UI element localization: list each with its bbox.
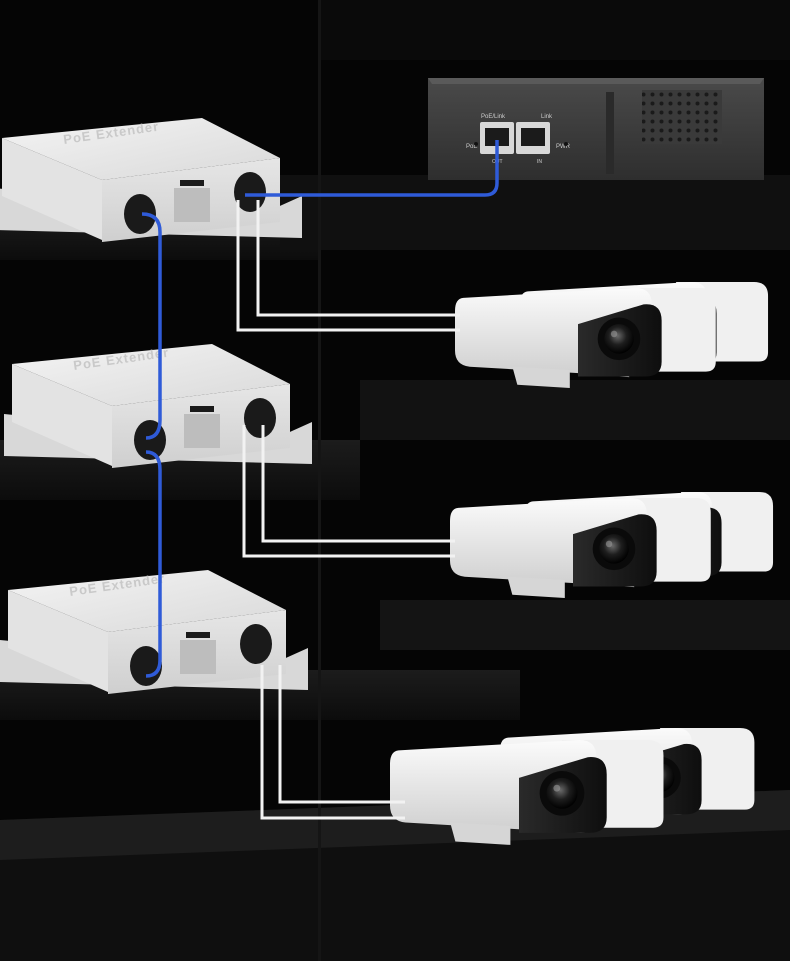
bullet-camera <box>450 498 711 599</box>
lens-highlight <box>553 784 561 792</box>
bullet-camera <box>455 288 716 389</box>
lens-highlight <box>610 330 618 338</box>
extender-latch <box>180 640 216 674</box>
uplink-cable <box>141 212 162 440</box>
extender-slot <box>190 406 214 412</box>
camera-cable <box>260 665 405 820</box>
camera-cable <box>261 425 455 543</box>
camera-mount <box>512 366 570 389</box>
injector-in-label: IN <box>537 159 542 165</box>
vent-grille <box>642 90 722 144</box>
extender-top <box>2 118 280 180</box>
camera-lens <box>546 777 578 809</box>
extender-top <box>12 344 290 406</box>
injector-poe-link-label: PoE/Link <box>481 114 506 120</box>
extender-slot <box>180 180 204 186</box>
extender-port-out <box>240 624 272 664</box>
injector-poe-label: PoE <box>466 144 477 150</box>
extender-latch <box>184 414 220 448</box>
camera-cable <box>278 665 405 804</box>
bullet-camera <box>390 740 664 845</box>
cameras <box>390 282 774 845</box>
poe-injector: PoE/Link Link PoE PWR OUT IN <box>428 78 764 180</box>
camera-lens <box>604 324 634 354</box>
poe-extender: PoE Extender <box>0 118 302 242</box>
lens-highlight <box>605 540 613 548</box>
cables <box>141 140 499 820</box>
extender-latch <box>174 188 210 222</box>
uplink-cable <box>245 140 499 197</box>
extender-top <box>8 570 286 632</box>
injector-pwr-label: PWR <box>556 144 571 150</box>
camera-mount <box>450 822 511 845</box>
extender-port-in <box>130 646 162 686</box>
injector-link-label: Link <box>541 114 553 120</box>
camera-cable <box>236 200 460 332</box>
uplink-cable <box>145 450 162 678</box>
extender-slot <box>186 632 210 638</box>
extender-side <box>8 590 108 692</box>
extender-port-out <box>244 398 276 438</box>
camera-cable <box>256 200 460 317</box>
extender-side <box>2 138 102 240</box>
extender-side <box>12 364 112 466</box>
camera-cable <box>242 425 455 558</box>
camera-mount <box>507 576 565 599</box>
poe-extender: PoE Extender <box>0 570 308 694</box>
extender-port-in <box>124 194 156 234</box>
camera-lens <box>599 534 629 564</box>
